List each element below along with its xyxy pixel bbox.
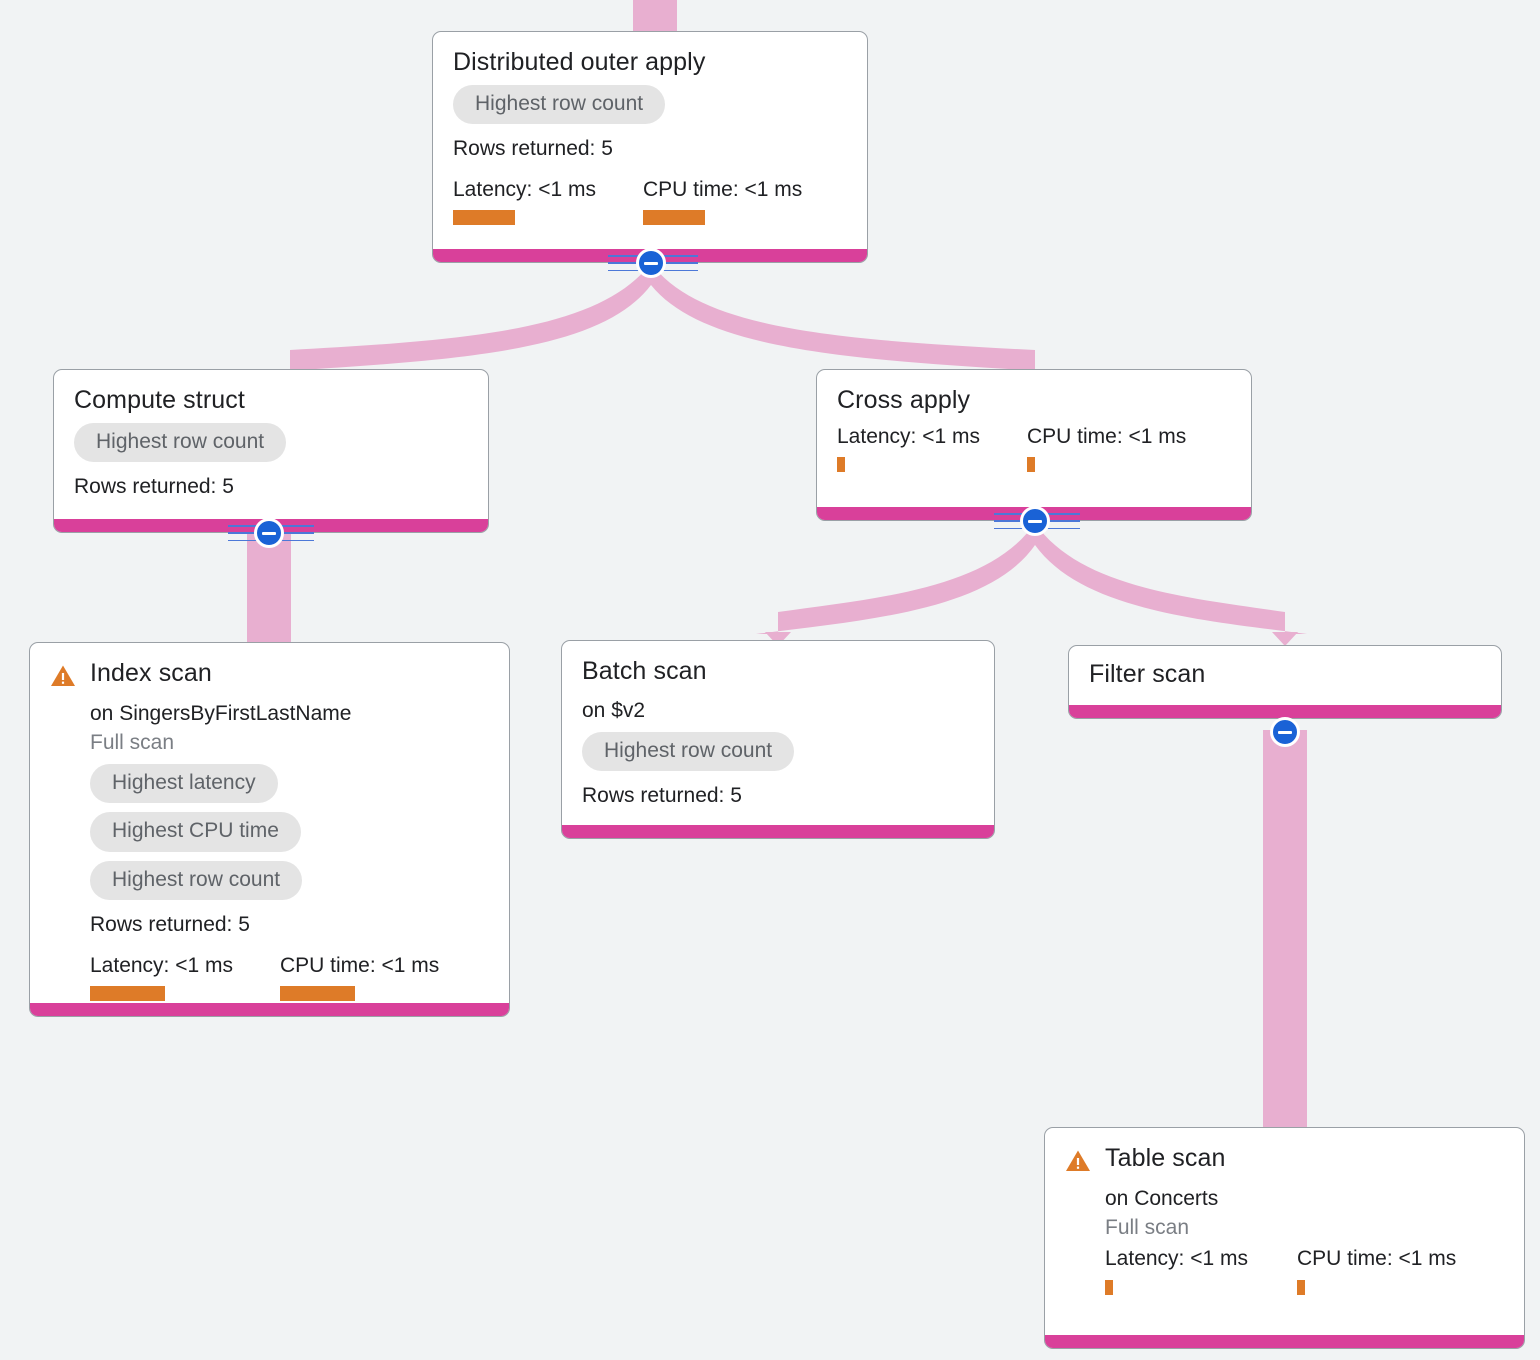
node-title: Distributed outer apply (453, 48, 706, 76)
metric-cpu-time: CPU time: <1 ms (1297, 1246, 1457, 1295)
cpu-time-bar (1297, 1279, 1305, 1295)
node-filter-scan[interactable]: Filter scan (1068, 645, 1502, 719)
latency-label: Latency: <1 ms (90, 953, 233, 977)
node-header: Cross apply (837, 386, 1231, 414)
node-footer-bar (1069, 705, 1501, 718)
rows-returned: Rows returned: 5 (90, 912, 250, 936)
node-footer-bar (562, 825, 994, 838)
node-footer-bar (1045, 1335, 1524, 1348)
chip-highest-row-count: Highest row count (90, 860, 303, 900)
chip-list: Highest row count (582, 732, 974, 772)
metric-latency: Latency: <1 ms (837, 424, 1027, 473)
chip-list: Highest row count (453, 85, 847, 125)
edge-root-to-cross-apply (651, 263, 1057, 372)
node-subtitle: on $v2 (582, 699, 646, 722)
edge-incoming-root (633, 0, 677, 32)
metrics-row: Latency: <1 ms CPU time: <1 ms (1105, 1246, 1504, 1295)
node-compute-struct[interactable]: Compute struct Highest row count Rows re… (53, 369, 489, 533)
warning-icon (1065, 1149, 1091, 1173)
edge-compute-struct-to-index-scan (247, 530, 291, 650)
metrics-row: Latency: <1 ms CPU time: <1 ms (837, 424, 1231, 473)
collapse-toggle-filter-scan[interactable] (1270, 717, 1300, 747)
warning-icon (50, 664, 76, 688)
chip-highest-row-count: Highest row count (582, 732, 795, 772)
node-header: Table scan (1065, 1144, 1504, 1173)
rows-returned: Rows returned: 5 (453, 137, 613, 161)
node-title: Cross apply (837, 386, 971, 414)
cpu-time-bar (1027, 457, 1035, 473)
node-header: Compute struct (74, 386, 468, 414)
latency-bar (837, 457, 845, 473)
cpu-time-label: CPU time: <1 ms (280, 953, 440, 977)
chip-highest-latency: Highest latency (90, 764, 278, 804)
latency-label: Latency: <1 ms (1105, 1247, 1248, 1271)
node-header: Index scan (50, 659, 489, 688)
cpu-time-bar (280, 986, 355, 1002)
node-batch-scan[interactable]: Batch scan on $v2 Highest row count Rows… (561, 640, 995, 839)
latency-bar (90, 986, 165, 1002)
rows-returned: Rows returned: 5 (582, 784, 742, 808)
cpu-time-label: CPU time: <1 ms (1027, 425, 1187, 448)
latency-label: Latency: <1 ms (453, 178, 596, 202)
collapse-toggle-cross-apply[interactable] (1020, 506, 1050, 536)
node-footer-bar (30, 1003, 509, 1016)
node-table-scan[interactable]: Table scan on Concerts Full scan Latency… (1044, 1127, 1525, 1349)
arrow-filter-scan (1272, 632, 1298, 646)
chip-highest-row-count: Highest row count (453, 85, 666, 125)
full-scan-label: Full scan (90, 731, 175, 755)
cpu-time-label: CPU time: <1 ms (1297, 1247, 1457, 1271)
node-title: Table scan (1105, 1144, 1226, 1172)
edge-root-to-compute-struct (268, 263, 651, 372)
rows-returned: Rows returned: 5 (74, 475, 234, 499)
node-distributed-outer-apply[interactable]: Distributed outer apply Highest row coun… (432, 31, 868, 263)
cpu-time-bar (643, 210, 705, 226)
collapse-toggle-compute-struct[interactable] (254, 518, 284, 548)
edge-filter-scan-to-table-scan (1263, 730, 1307, 1135)
node-cross-apply[interactable]: Cross apply Latency: <1 ms CPU time: <1 … (816, 369, 1252, 521)
metric-cpu-time: CPU time: <1 ms (643, 177, 803, 226)
node-index-scan[interactable]: Index scan on SingersByFirstLastName Ful… (29, 642, 510, 1017)
node-title: Filter scan (1089, 660, 1206, 688)
edge-cross-apply-to-filter-scan (1035, 523, 1307, 634)
latency-bar (1105, 1279, 1113, 1295)
cpu-time-label: CPU time: <1 ms (643, 178, 803, 202)
node-subtitle: on Concerts (1105, 1187, 1219, 1210)
node-title: Index scan (90, 659, 212, 687)
metric-latency: Latency: <1 ms (90, 953, 280, 1002)
latency-label: Latency: <1 ms (837, 425, 980, 448)
metric-cpu-time: CPU time: <1 ms (1027, 424, 1187, 473)
node-title: Compute struct (74, 386, 245, 414)
metric-cpu-time: CPU time: <1 ms (280, 953, 440, 1002)
node-subtitle: on SingersByFirstLastName (90, 702, 352, 725)
chip-list: Highest latency Highest CPU time Highest… (90, 764, 489, 900)
full-scan-label: Full scan (1105, 1216, 1190, 1240)
node-title: Batch scan (582, 657, 707, 685)
chip-highest-row-count: Highest row count (74, 423, 287, 463)
metrics-row: Latency: <1 ms CPU time: <1 ms (90, 953, 489, 1002)
metrics-row: Latency: <1 ms CPU time: <1 ms (453, 177, 847, 226)
metric-latency: Latency: <1 ms (1105, 1246, 1297, 1295)
edge-cross-apply-to-batch-scan (756, 523, 1035, 634)
latency-bar (453, 210, 515, 226)
collapse-toggle-distributed-outer-apply[interactable] (636, 248, 666, 278)
node-header: Batch scan (582, 657, 974, 685)
node-header: Filter scan (1089, 660, 1481, 688)
node-header: Distributed outer apply (453, 48, 847, 76)
chip-highest-cpu-time: Highest CPU time (90, 812, 301, 852)
metric-latency: Latency: <1 ms (453, 177, 643, 226)
chip-list: Highest row count (74, 423, 468, 463)
